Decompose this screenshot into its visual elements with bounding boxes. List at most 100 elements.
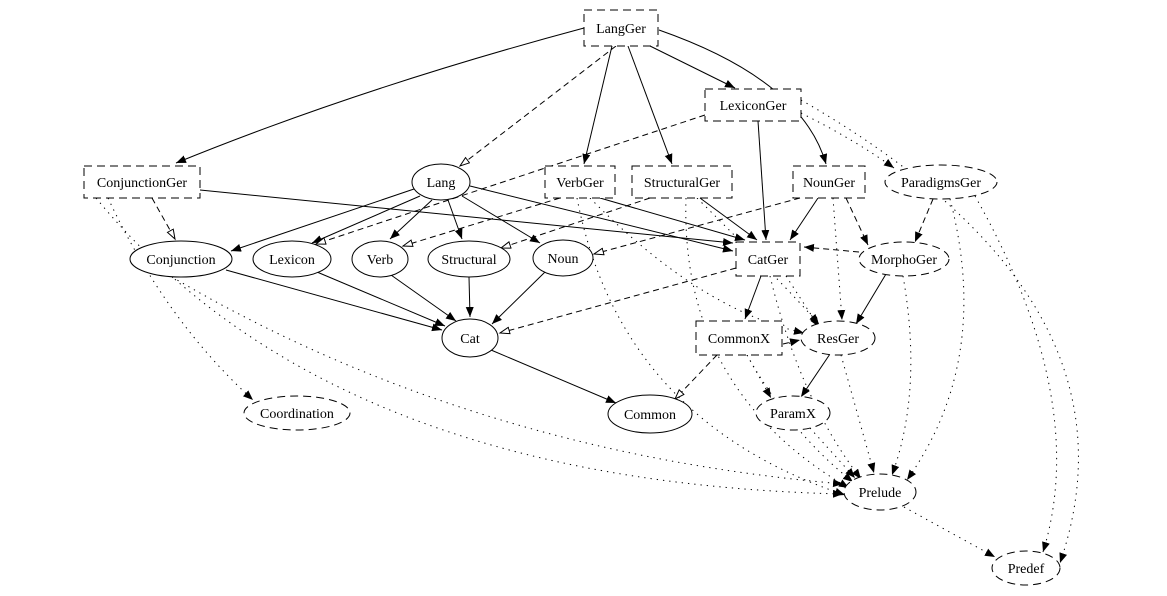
node-Verb-shape	[351, 240, 409, 278]
node-Conjunction-shape	[129, 240, 233, 278]
edge-NounGer-MorphoGer	[845, 197, 869, 246]
edge-MorphoGer-Prelude	[891, 275, 912, 476]
node-CommonX-label: CommonX	[708, 332, 770, 347]
edge-ResGer-ParamX	[800, 353, 831, 398]
edge-Structural-Cat	[465, 276, 474, 318]
edge-LexiconGer-CatGer	[757, 120, 770, 241]
node-Prelude-shape	[843, 473, 917, 511]
node-MorphoGer-shape	[858, 241, 950, 277]
edge-NounGer-CatGer	[789, 197, 819, 241]
edge-NounGer-ResGer	[832, 197, 846, 321]
edge-MorphoGer-ResGer	[855, 273, 887, 325]
edge-LangGer-ConjunctionGer	[175, 27, 585, 164]
node-LangGer-shape	[583, 9, 659, 47]
edge-ParadigmsGer-Prelude	[906, 198, 965, 481]
node-VerbGer-label: VerbGer	[556, 176, 604, 191]
node-VerbGer-shape	[544, 165, 616, 199]
node-Cat: Cat	[441, 318, 499, 358]
node-ParadigmsGer-label: ParadigmsGer	[901, 176, 981, 191]
edge-CatGer-CommonX	[744, 275, 762, 320]
node-StructuralGer-label: StructuralGer	[644, 176, 721, 191]
node-Lexicon: Lexicon	[252, 240, 332, 278]
node-LangGer: LangGer	[583, 9, 659, 47]
node-Lexicon-shape	[252, 240, 332, 278]
node-CommonX-shape	[695, 320, 783, 356]
node-ParamX-shape	[755, 395, 831, 431]
edge-NounGer-Noun	[592, 197, 801, 256]
node-ResGer-shape	[800, 320, 876, 356]
edge-Lang-Lexicon	[311, 195, 421, 244]
node-CatGer-label: CatGer	[748, 253, 789, 268]
node-MorphoGer-label: MorphoGer	[871, 253, 937, 268]
node-ConjunctionGer: ConjunctionGer	[83, 165, 201, 199]
edge-ParamX-Prelude	[809, 427, 856, 479]
edge-Lexicon-Cat	[316, 271, 446, 327]
node-Verb-label: Verb	[367, 253, 393, 268]
node-Cat-label: Cat	[460, 332, 480, 347]
edge-LangGer-VerbGer	[582, 45, 613, 165]
edge-Noun-Cat	[491, 271, 546, 325]
edge-Lang-CatGer	[469, 185, 734, 253]
node-Coordination-label: Coordination	[260, 407, 334, 422]
edge-ConjunctionGer-CatGer	[199, 189, 734, 246]
edge-ResGer-Prelude	[840, 354, 876, 474]
node-ParamX-label: ParamX	[770, 407, 816, 422]
edge-CatGer-Prelude	[769, 275, 862, 480]
edge-VerbGer-CatGer	[599, 197, 746, 242]
node-NounGer: NounGer	[792, 165, 866, 199]
node-Noun: Noun	[532, 239, 594, 277]
edge-VerbGer-ResGer	[589, 197, 805, 335]
edges-layer	[95, 27, 1079, 564]
node-Coordination: Coordination	[243, 395, 351, 431]
node-Coordination-shape	[243, 395, 351, 431]
edge-LangGer-Lang	[458, 45, 617, 167]
node-Common-label: Common	[624, 408, 676, 423]
edge-ConjunctionGer-Conjunction	[151, 197, 176, 241]
edge-MorphoGer-CatGer	[803, 243, 860, 253]
node-CommonX: CommonX	[695, 320, 783, 356]
node-StructuralGer: StructuralGer	[631, 165, 733, 199]
edge-ConjunctionGer-Coordination	[107, 197, 254, 401]
node-ParadigmsGer-shape	[884, 164, 998, 200]
node-Conjunction-label: Conjunction	[146, 253, 215, 268]
node-Prelude-label: Prelude	[859, 486, 902, 501]
edge-Verb-Cat	[390, 274, 457, 322]
node-Structural-shape	[427, 240, 511, 278]
node-Lang: Lang	[411, 163, 471, 201]
edge-LexiconGer-ParadigmsGer	[800, 112, 895, 169]
edge-Lang-Conjunction	[230, 188, 415, 252]
node-ConjunctionGer-shape	[83, 165, 201, 199]
node-ResGer-label: ResGer	[817, 332, 859, 347]
node-Predef: Predef	[991, 550, 1061, 586]
node-Predef-label: Predef	[1008, 562, 1045, 577]
edge-CommonX-ResGer	[782, 338, 801, 347]
edge-LangGer-LexiconGer	[649, 45, 736, 89]
edge-Cat-Common	[490, 349, 617, 404]
node-Cat-shape	[441, 318, 499, 358]
node-StructuralGer-shape	[631, 165, 733, 199]
node-Structural-label: Structural	[441, 253, 496, 268]
node-Common: Common	[607, 394, 693, 434]
edge-ParadigmsGer-MorphoGer	[914, 198, 934, 243]
node-LangGer-label: LangGer	[596, 22, 646, 37]
node-CatGer: CatGer	[735, 241, 801, 277]
edge-StructuralGer-Structural	[499, 197, 651, 249]
node-Lang-label: Lang	[427, 176, 456, 191]
edge-ParadigmsGer-Predef	[974, 195, 1058, 553]
edge-ConjunctionGer-Prelude	[95, 197, 844, 498]
node-Lang-shape	[411, 163, 471, 201]
node-ResGer: ResGer	[800, 320, 876, 356]
edge-LangGer-StructuralGer	[627, 45, 673, 165]
edge-CommonX-Common	[673, 354, 718, 401]
edge-VerbGer-Prelude	[576, 197, 846, 496]
edge-VerbGer-Verb	[401, 197, 561, 247]
edge-Prelude-Predef	[903, 506, 996, 558]
edge-CatGer-Cat	[498, 267, 737, 335]
node-Prelude: Prelude	[843, 473, 917, 511]
node-LexiconGer-shape	[704, 88, 802, 122]
node-LexiconGer: LexiconGer	[704, 88, 802, 122]
node-ParamX: ParamX	[755, 395, 831, 431]
node-NounGer-label: NounGer	[803, 176, 855, 191]
